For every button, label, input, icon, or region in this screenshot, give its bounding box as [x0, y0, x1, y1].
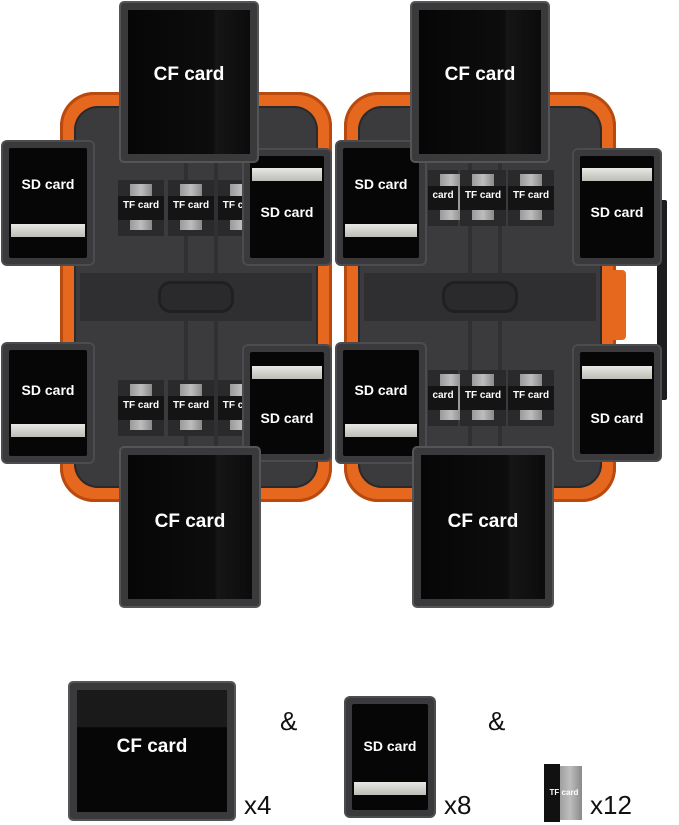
legend-tf-count: x12 — [590, 790, 632, 820]
tf-card-label: TF card — [464, 390, 502, 401]
right-case-hinge-bar — [364, 273, 596, 321]
tf-card-label: TF card — [122, 200, 160, 211]
sd-card: SD card — [3, 344, 93, 462]
sd-card: SD card — [3, 142, 93, 264]
cf-card-label: CF card — [153, 64, 225, 85]
sd-card-label: SD card — [354, 382, 408, 398]
tf-card: TF card — [118, 380, 164, 436]
tf-card: TF card — [508, 370, 554, 426]
cf-card: CF card — [414, 448, 552, 606]
sd-card: SD card — [244, 346, 330, 460]
right-case-latch-clip — [604, 270, 626, 340]
sd-card-label: SD card — [260, 204, 314, 220]
legend-cf-card: CF card — [70, 683, 234, 819]
tf-card-label: card — [432, 390, 454, 401]
sd-card: SD card — [337, 344, 425, 462]
tf-card: TF card — [168, 180, 214, 236]
tf-card: TF card — [460, 170, 506, 226]
sd-card: SD card — [574, 346, 660, 460]
tf-card-label: TF c — [222, 400, 244, 411]
sd-card-stripe — [582, 366, 652, 379]
tf-card-label: TF card — [122, 400, 160, 411]
tf-card-label: TF card — [172, 400, 210, 411]
tf-card: card — [428, 370, 462, 426]
sd-card-stripe — [345, 424, 417, 437]
sd-card-stripe — [345, 224, 417, 237]
tf-card: TF card — [118, 180, 164, 236]
legend-sd-label: SD card — [363, 738, 417, 754]
left-case-hinge-bar — [80, 273, 312, 321]
sd-card: SD card — [337, 142, 425, 264]
cf-card-label: CF card — [444, 64, 516, 85]
sd-card-label: SD card — [21, 176, 75, 192]
legend-separator: & — [280, 706, 298, 736]
tf-card-label: TF c — [222, 200, 244, 211]
sd-card-label: SD card — [590, 204, 644, 220]
cf-card: CF card — [121, 448, 259, 606]
tf-card: TF card — [168, 380, 214, 436]
legend-sd-count: x8 — [444, 790, 472, 820]
right-case-side-latch — [657, 200, 667, 400]
cf-card-label: CF card — [447, 511, 519, 532]
sd-card-stripe — [252, 366, 322, 379]
right-case-hinge-slot — [442, 281, 518, 313]
sd-card-stripe — [11, 424, 85, 437]
tf-card: card — [428, 170, 462, 226]
legend-cf-count: x4 — [244, 790, 272, 820]
sd-card-label: SD card — [260, 410, 314, 426]
sd-card: SD card — [244, 150, 330, 264]
tf-card-label: card — [432, 190, 454, 201]
legend-tf-label: TF card — [549, 788, 579, 797]
sd-card-label: SD card — [354, 176, 408, 192]
left-case-hinge-slot — [158, 281, 234, 313]
tf-card-label: TF card — [464, 190, 502, 201]
cf-card: CF card — [121, 3, 257, 161]
sd-card-stripe — [582, 168, 652, 181]
legend-sd-card: SD card — [346, 698, 434, 816]
tf-card: TF card — [460, 370, 506, 426]
legend-cf-label: CF card — [116, 736, 188, 757]
cf-card: CF card — [412, 3, 548, 161]
sd-card-stripe — [11, 224, 85, 237]
cf-card-label: CF card — [154, 511, 226, 532]
tf-card-label: TF card — [172, 200, 210, 211]
sd-card-stripe — [252, 168, 322, 181]
sd-card-label: SD card — [590, 410, 644, 426]
sd-card: SD card — [574, 150, 660, 264]
sd-card-stripe — [354, 782, 426, 795]
tf-card-label: TF card — [512, 390, 550, 401]
tf-card-label: TF card — [512, 190, 550, 201]
legend-tf-card: TF card — [544, 764, 584, 822]
tf-card: TF card — [508, 170, 554, 226]
sd-card-label: SD card — [21, 382, 75, 398]
legend-separator: & — [488, 706, 506, 736]
